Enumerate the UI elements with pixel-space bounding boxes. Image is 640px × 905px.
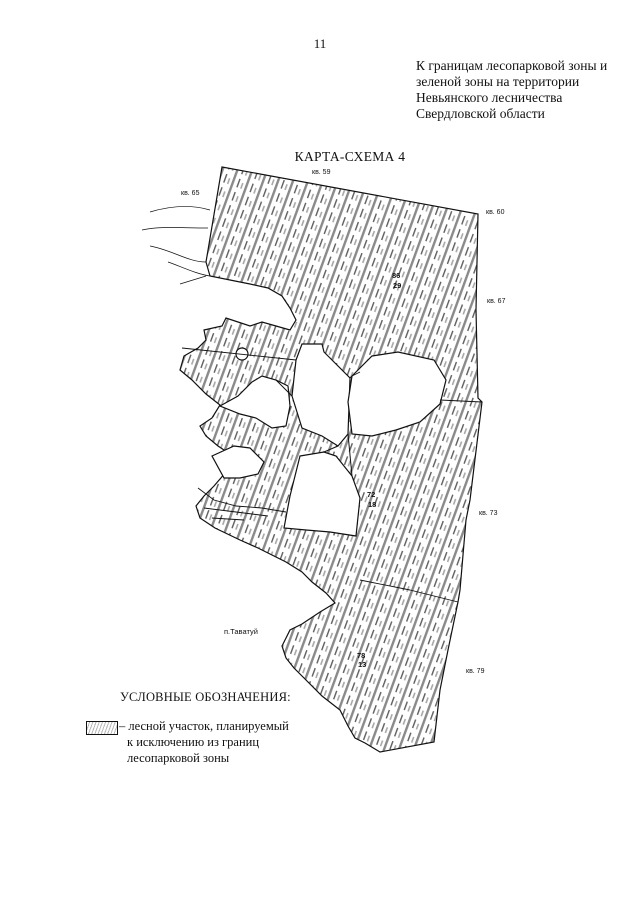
clearing-small — [211, 445, 265, 479]
plot-sub-72: 18 — [368, 500, 376, 509]
legend-line-3: лесопарковой зоны — [127, 751, 230, 765]
outer-contour-1 — [141, 206, 211, 285]
quarter-label-60: кв. 60 — [486, 209, 505, 216]
legend-title: УСЛОВНЫЕ ОБОЗНАЧЕНИЯ: — [120, 690, 291, 704]
plot-number-72: 72 — [367, 490, 375, 499]
clearing-west — [218, 375, 291, 429]
quarter-label-73: кв. 73 — [479, 510, 498, 517]
connector-strip — [275, 375, 353, 477]
legend-line-1: – лесной участок, планируемый — [119, 719, 289, 733]
header-line-4: Свердловской области — [416, 106, 545, 121]
quarter-label-79: кв. 79 — [466, 668, 485, 675]
header-line-1: К границам лесопарковой зоны и — [416, 58, 608, 73]
clearing-east — [347, 351, 447, 437]
clearing-south — [283, 451, 361, 537]
legend-text: – лесной участок, планируемый к исключен… — [119, 718, 379, 766]
quarter-label-67: кв. 67 — [487, 298, 506, 305]
legend-hatch-swatch — [86, 721, 118, 735]
plot-sub-78: 13 — [358, 660, 366, 669]
quarter-boundary — [181, 347, 483, 603]
plot-sub-86: 29 — [393, 281, 401, 290]
village-label: п.Таватуй — [224, 627, 258, 636]
map-title: КАРТА-СХЕМА 4 — [294, 149, 406, 164]
page-number: 11 — [313, 36, 327, 51]
road-segments — [197, 487, 287, 521]
document-header: К границам лесопарковой зоны и зеленой з… — [416, 58, 636, 122]
header-line-3: Невьянского лесничества — [416, 90, 563, 105]
quarter-label-59: кв. 59 — [312, 169, 331, 176]
header-line-2: зеленой зоны на территории — [416, 74, 580, 89]
legend-line-2: к исключению из границ — [127, 735, 260, 749]
plot-number-86: 86 — [392, 271, 400, 280]
plot-number-78: 78 — [357, 651, 365, 660]
quarter-label-65: кв. 65 — [181, 190, 200, 197]
